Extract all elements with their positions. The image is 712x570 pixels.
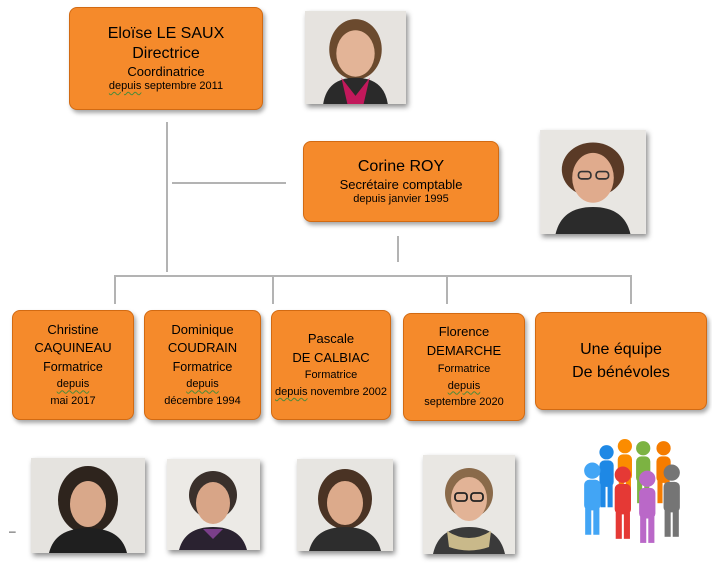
portrait-icon bbox=[167, 459, 260, 550]
trainer-role: Formatrice bbox=[43, 360, 103, 375]
directrice-role: Coordinatrice bbox=[127, 63, 205, 79]
person-icon bbox=[599, 445, 614, 508]
trainer-since-date: septembre 2020 bbox=[424, 396, 504, 409]
directrice-since-date: septembre 2011 bbox=[144, 79, 224, 92]
portrait-icon bbox=[541, 130, 645, 234]
photo-trainer-3 bbox=[297, 459, 393, 551]
trainer-since-date: décembre 1994 bbox=[164, 394, 241, 407]
trainer-first-name: Dominique bbox=[171, 321, 234, 337]
secretaire-name: Corine ROY bbox=[357, 157, 445, 175]
directrice-since: depuis septembre 2011 bbox=[109, 80, 223, 94]
portrait-icon bbox=[305, 11, 406, 104]
volunteers-line-1: Une équipe bbox=[580, 340, 662, 358]
photo-trainer-4 bbox=[423, 455, 515, 554]
secretaire-role: Secrétaire comptable bbox=[339, 176, 463, 192]
photo-trainer-1 bbox=[31, 458, 145, 553]
trainer-last-name: COUDRAIN bbox=[167, 340, 238, 356]
portrait-icon bbox=[31, 458, 145, 553]
trainer-role: Formatrice bbox=[172, 360, 233, 375]
trainer-last-name: DEMARCHE bbox=[426, 343, 502, 359]
photo-trainer-2 bbox=[167, 459, 260, 550]
directrice-name: Eloïse LE SAUX bbox=[107, 24, 225, 42]
trainer-since-word: depuis bbox=[447, 379, 481, 392]
connector-secretaire-down bbox=[397, 236, 399, 262]
trainer-since-word: depuis bbox=[56, 378, 90, 391]
person-icon bbox=[663, 464, 680, 537]
photo-secretaire bbox=[540, 130, 646, 234]
person-icon bbox=[614, 466, 631, 539]
trainer-since: depuis novembre 2002 bbox=[275, 384, 387, 401]
trainer-since-word: depuis bbox=[186, 378, 219, 391]
node-trainer-4: Florence DEMARCHE Formatrice depuis sept… bbox=[403, 313, 525, 421]
trainer-last-name: DE CALBIAC bbox=[292, 349, 370, 365]
connector-directrice-down bbox=[166, 122, 168, 272]
stray-mark: – bbox=[9, 524, 16, 538]
portrait-icon bbox=[423, 455, 515, 554]
trainer-first-name: Pascale bbox=[307, 330, 355, 346]
trainer-first-name: Florence bbox=[438, 324, 490, 340]
person-icon bbox=[584, 462, 601, 535]
trainer-first-name: Christine bbox=[47, 321, 99, 337]
people-group-icon bbox=[584, 439, 680, 543]
connector-horizontal-bus bbox=[114, 275, 632, 277]
person-icon bbox=[639, 470, 656, 543]
directrice-since-word: depuis bbox=[108, 79, 142, 92]
node-trainer-2: Dominique COUDRAIN Formatrice depuis déc… bbox=[144, 310, 261, 420]
volunteers-line-2: De bénévoles bbox=[572, 364, 670, 381]
trainer-role: Formatrice bbox=[304, 369, 358, 382]
node-trainer-1: Christine CAQUINEAU Formatrice depuis ma… bbox=[12, 310, 134, 420]
connector-drop-1 bbox=[114, 275, 116, 304]
secretaire-since: depuis janvier 1995 bbox=[353, 192, 449, 205]
node-volunteers: Une équipe De bénévoles bbox=[535, 312, 707, 410]
connector-drop-3 bbox=[446, 275, 448, 304]
portrait-icon bbox=[297, 459, 393, 551]
trainer-since-word: depuis bbox=[275, 385, 308, 398]
node-directrice: Eloïse LE SAUX Directrice Coordinatrice … bbox=[69, 7, 263, 110]
connector-to-secretaire bbox=[172, 182, 286, 184]
directrice-title: Directrice bbox=[132, 44, 200, 62]
photo-directrice bbox=[305, 11, 406, 104]
connector-drop-2 bbox=[272, 275, 274, 304]
trainer-since-date: novembre 2002 bbox=[310, 385, 387, 398]
connector-drop-4 bbox=[630, 275, 632, 304]
node-trainer-3: Pascale DE CALBIAC Formatrice depuis nov… bbox=[271, 310, 391, 420]
trainer-last-name: CAQUINEAU bbox=[34, 340, 112, 356]
trainer-since-date: mai 2017 bbox=[50, 394, 96, 407]
node-secretaire: Corine ROY Secrétaire comptable depuis j… bbox=[303, 141, 499, 222]
trainer-role: Formatrice bbox=[437, 363, 491, 376]
